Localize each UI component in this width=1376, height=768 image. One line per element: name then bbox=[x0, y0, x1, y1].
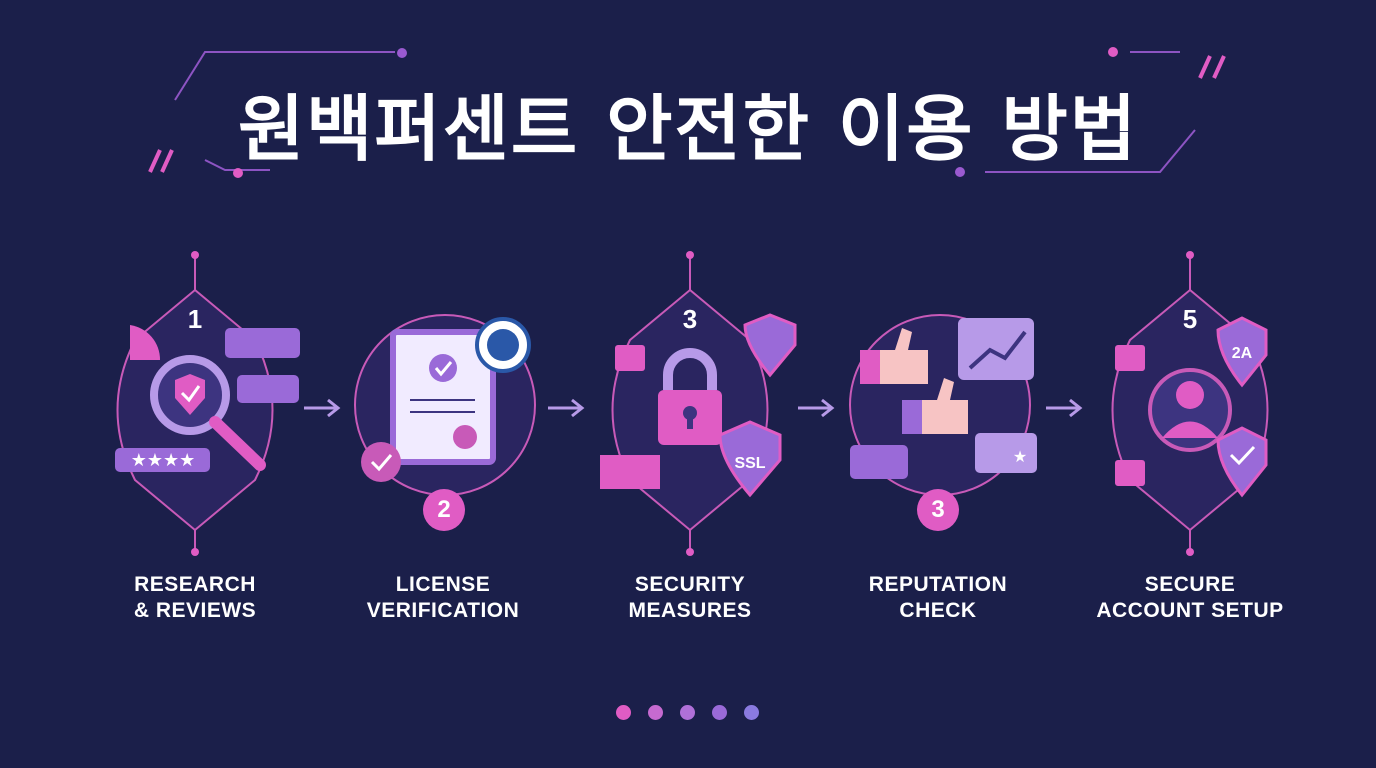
step-5-label: SECURE ACCOUNT SETUP bbox=[1070, 572, 1310, 624]
ssl-badge-text: SSL bbox=[734, 455, 765, 472]
step-2-label-line2: VERIFICATION bbox=[366, 599, 520, 622]
pager-dot[interactable] bbox=[648, 705, 663, 720]
step-4-label-line1: REPUTATION bbox=[868, 573, 1008, 596]
pager-dots bbox=[612, 705, 772, 725]
step-1-label-line1: RESEARCH bbox=[134, 573, 256, 596]
svg-text:★: ★ bbox=[1013, 447, 1027, 466]
step-3-label-line2: MEASURES bbox=[628, 599, 752, 622]
step-1-number: 1 bbox=[187, 304, 203, 334]
step-2-label-line1: LICENSE bbox=[395, 573, 491, 596]
step-1-label: RESEARCH & REVIEWS bbox=[75, 572, 315, 624]
arrow-right-icon bbox=[798, 398, 835, 418]
step-security: SSL bbox=[580, 250, 800, 560]
svg-text:★★★★: ★★★★ bbox=[131, 450, 196, 471]
shield-icon bbox=[175, 374, 205, 415]
step-2-number: 2 bbox=[423, 489, 465, 531]
step-3-number: 3 bbox=[682, 304, 698, 334]
2a-badge-text: 2A bbox=[1232, 345, 1253, 362]
step-4-label: REPUTATION CHECK bbox=[818, 572, 1058, 624]
arrow-right-icon bbox=[1046, 398, 1083, 418]
page-title: 원백퍼센트 안전한 이용 방법 bbox=[237, 87, 1139, 171]
step-account: 2A bbox=[1080, 250, 1300, 560]
step-4-label-line2: CHECK bbox=[899, 599, 977, 622]
pager-dot[interactable] bbox=[680, 705, 695, 720]
step-5-label-line1: SECURE bbox=[1144, 573, 1236, 596]
step-reputation: ★ bbox=[830, 250, 1050, 560]
pager-dot[interactable] bbox=[616, 705, 631, 720]
pager-dot[interactable] bbox=[712, 705, 727, 720]
step-3-label: SECURITY MEASURES bbox=[570, 572, 810, 624]
arrow-right-icon bbox=[548, 398, 585, 418]
step-5-number: 5 bbox=[1182, 304, 1198, 334]
arrow-right-icon bbox=[304, 398, 341, 418]
step-2-label: LICENSE VERIFICATION bbox=[323, 572, 563, 624]
step-5-label-line2: ACCOUNT SETUP bbox=[1096, 599, 1284, 622]
step-3-label-line1: SECURITY bbox=[634, 573, 746, 596]
step-1-label-line2: & REVIEWS bbox=[133, 599, 257, 622]
step-4-number: 3 bbox=[917, 489, 959, 531]
step-research: ★★★★ bbox=[85, 250, 305, 560]
step-license bbox=[335, 250, 555, 560]
pager-dot[interactable] bbox=[744, 705, 759, 720]
